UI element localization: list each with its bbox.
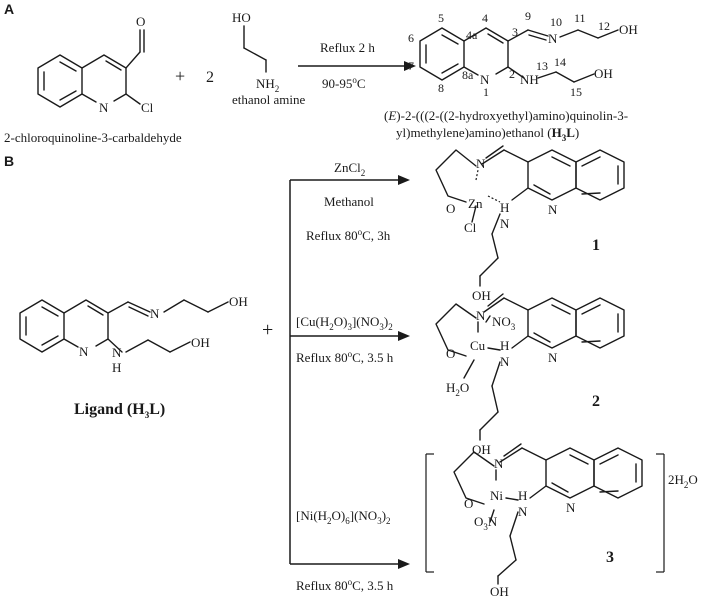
locant: 1 [483, 85, 489, 99]
atom-no3: NO3 [492, 314, 516, 332]
plus-a: + [175, 66, 185, 86]
atom-h: H [500, 200, 509, 215]
atom-o: O [136, 14, 145, 29]
conditions-temperature: 90-95oC [322, 75, 366, 91]
reactant2-name: ethanol amine [232, 92, 306, 107]
locant: 9 [525, 9, 531, 23]
ligand-label: Ligand (H3L) [74, 401, 165, 420]
atom-n: N [476, 156, 486, 171]
reactant-ethanolamine: HO NH2 [232, 10, 279, 94]
complex-3-hydrate: 2H2O [668, 472, 698, 490]
atom-o: O [464, 496, 473, 511]
route1-solvent: Methanol [324, 194, 374, 209]
route2-conditions: Reflux 80oC, 3.5 h [296, 349, 394, 365]
complex-1-zn: N Zn O H N N Cl OH [435, 145, 625, 303]
atom-h2o: H2O [446, 380, 469, 398]
atom-h: H [518, 488, 527, 503]
ligand-structure: N OH N N H OH [19, 294, 248, 375]
plus-b: + [262, 319, 273, 341]
complex-2-cu: N NO3 Cu O H N N H2O OH [435, 293, 625, 457]
atom-oh: OH [472, 442, 491, 457]
atom-ni: Ni [490, 488, 503, 503]
locant: 4 [482, 11, 488, 25]
complex-1-label: 1 [592, 237, 600, 254]
locant: 3 [512, 25, 518, 39]
locant: 11 [574, 11, 586, 25]
atom-n: N [99, 100, 109, 115]
atom-ho: HO [232, 10, 251, 25]
locant: 6 [408, 31, 414, 45]
atom-n: N [476, 308, 486, 323]
atom-n: N [566, 500, 576, 515]
atom-o: O [446, 201, 455, 216]
atom-oh: OH [472, 288, 491, 303]
atom-cu: Cu [470, 338, 486, 353]
atom-nh: N [112, 345, 122, 360]
atom-oh: OH [490, 584, 509, 598]
atom-nh2: NH2 [256, 76, 279, 94]
atom-n: N [518, 504, 528, 519]
route3-reagent: [Ni(H2O)6](NO3)2 [296, 508, 391, 526]
atom-o3n: O3N [474, 514, 498, 532]
product-name-line1: (E)-2-(((2-((2-hydroxyethyl)amino)quinol… [384, 108, 628, 123]
locant: 13 [536, 59, 548, 73]
locant: 7 [408, 59, 414, 73]
atom-n: N [500, 216, 510, 231]
atom-oh: OH [191, 335, 210, 350]
atom-oh-top: OH [619, 22, 638, 37]
locant: 5 [438, 11, 444, 25]
atom-oh: OH [229, 294, 248, 309]
atom-h: H [500, 338, 509, 353]
locant: 4a [466, 28, 478, 42]
stoich-coefficient: 2 [206, 69, 214, 86]
branch-arrows [289, 175, 410, 569]
locant: 8 [438, 81, 444, 95]
locant: 2 [509, 67, 515, 81]
reactant1-name: 2-chloroquinoline-3-carbaldehyde [4, 130, 182, 145]
locant: 10 [550, 15, 562, 29]
conditions-reflux-2h: Reflux 2 h [320, 40, 375, 55]
reactant-chloroquinoline-aldehyde: N O Cl [37, 14, 154, 115]
atom-n: N [494, 456, 504, 471]
route1-conditions: Reflux 80oC, 3h [306, 227, 391, 243]
locant: 15 [570, 85, 582, 99]
atom-o: O [446, 346, 455, 361]
route3-conditions: Reflux 80oC, 3.5 h [296, 577, 394, 593]
atom-nh13: NH [520, 72, 539, 87]
route2-reagent: [Cu(H2O)3](NO3)2 [296, 314, 393, 332]
atom-n: N [150, 306, 160, 321]
atom-n: N [79, 344, 89, 359]
atom-oh-bottom: OH [594, 66, 613, 81]
product-name-line2: yl)methylene)amino)ethanol (H3L) [396, 125, 579, 143]
route1-reagent: ZnCl2 [334, 160, 365, 178]
product-ligand-h3l: N OH N NH OH 5 4 3 9 10 11 12 6 4a 7 8a … [408, 9, 638, 99]
atom-cl: Cl [464, 220, 477, 235]
complex-3-ni: N Ni O H N N O3N OH [425, 443, 665, 598]
panel-label-b: B [4, 153, 14, 169]
atom-n1: N [480, 72, 490, 87]
locant: 12 [598, 19, 610, 33]
atom-cl: Cl [141, 100, 154, 115]
complex-2-label: 2 [592, 393, 600, 410]
atom-n: N [548, 350, 558, 365]
locant: 14 [554, 55, 566, 69]
panel-label-a: A [4, 1, 14, 17]
atom-h: H [112, 360, 121, 375]
atom-n: N [500, 354, 510, 369]
atom-n: N [548, 202, 558, 217]
reaction-arrow-a [298, 61, 416, 71]
atom-n10: N [548, 31, 558, 46]
atom-zn: Zn [468, 196, 483, 211]
complex-3-label: 3 [606, 549, 614, 566]
locant: 8a [462, 68, 474, 82]
